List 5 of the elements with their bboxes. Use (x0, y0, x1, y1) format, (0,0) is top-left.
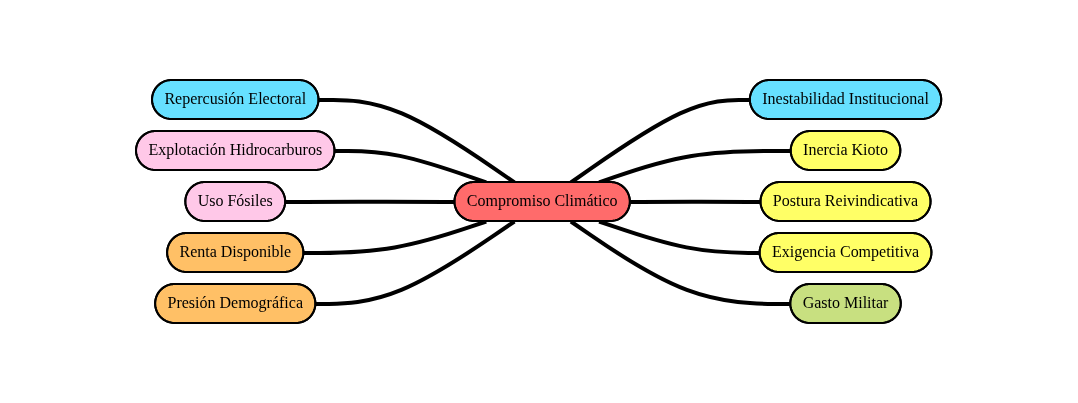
connector (286, 199, 456, 204)
connector (304, 219, 488, 255)
connector (630, 199, 762, 204)
connector (598, 219, 761, 255)
connector (316, 219, 516, 306)
